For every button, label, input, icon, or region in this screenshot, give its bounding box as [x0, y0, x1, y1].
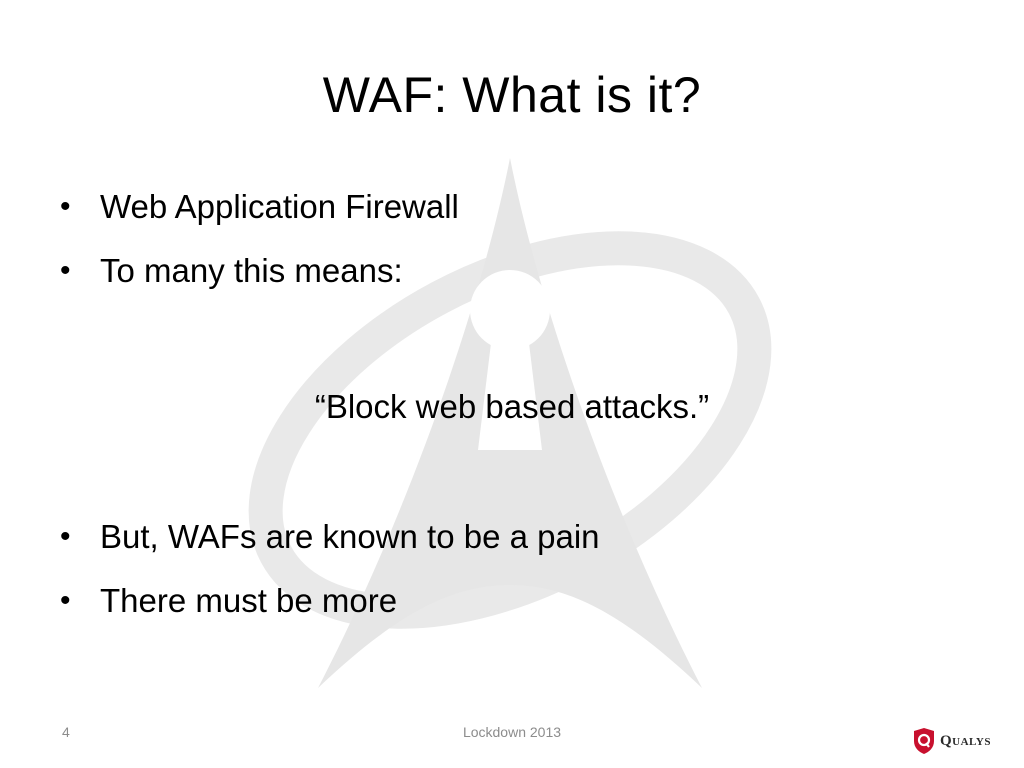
bullet-dot: • — [60, 584, 71, 617]
bullet-list-top: • Web Application Firewall • To many thi… — [60, 186, 960, 314]
bullet-list-bottom: • But, WAFs are known to be a pain • The… — [60, 516, 960, 644]
bullet-text: There must be more — [100, 582, 398, 619]
bullet-item: • There must be more — [60, 580, 960, 622]
bullet-text: Web Application Firewall — [100, 188, 459, 225]
slide-title: WAF: What is it? — [322, 67, 702, 123]
bullet-item: • To many this means: — [60, 250, 960, 292]
bullet-text: But, WAFs are known to be a pain — [100, 518, 600, 555]
bullet-dot: • — [60, 190, 71, 223]
qualys-shield-icon — [914, 728, 934, 754]
starfleet-delta-keyhole-icon — [248, 158, 772, 688]
bullet-dot: • — [60, 520, 71, 553]
quote-text: “Block web based attacks.” — [314, 388, 710, 425]
logo-text: Qualys — [940, 732, 991, 749]
bullet-dot: • — [60, 254, 71, 287]
qualys-logo: Qualys — [912, 726, 991, 756]
footer-event: Lockdown 2013 — [462, 724, 562, 740]
slide-number: 4 — [62, 724, 70, 740]
bullet-text: To many this means: — [100, 252, 403, 289]
bullet-item: • But, WAFs are known to be a pain — [60, 516, 960, 558]
bullet-item: • Web Application Firewall — [60, 186, 960, 228]
